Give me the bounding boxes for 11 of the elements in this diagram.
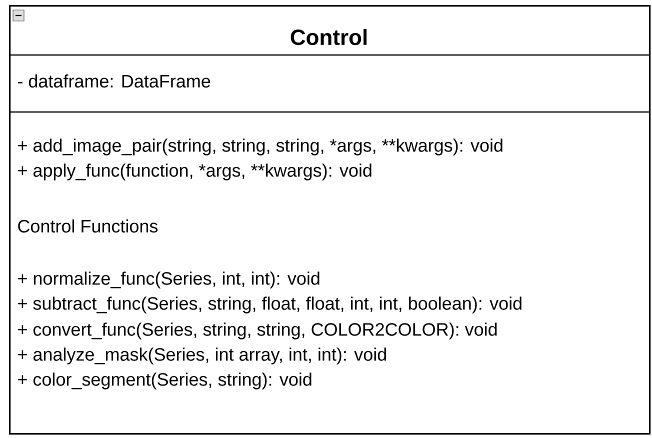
method-text: + apply_func(function, *args, **kwargs): void xyxy=(18,164,372,180)
method-text: + normalize_func(Series, int, int): void xyxy=(18,272,320,288)
method-text: + analyze_mask(Series, int array, int, int): void xyxy=(18,348,386,364)
attribute-text: - dataframe: DataFrame xyxy=(18,74,210,88)
class-box xyxy=(9,5,651,435)
class-name: Control xyxy=(290,28,367,46)
method-text: + convert_func(Series, string, string, COLOR2COLOR): void xyxy=(18,322,497,340)
section-label: Control Functions xyxy=(18,219,158,233)
method-text: + subtract_func(Series, string, float, float, int, int, boolean): void xyxy=(18,296,522,314)
method-text: + add_image_pair(string, string, string, *args, **kwargs): void xyxy=(18,138,502,156)
method-text: + color_segment(Series, string): void xyxy=(18,372,312,390)
